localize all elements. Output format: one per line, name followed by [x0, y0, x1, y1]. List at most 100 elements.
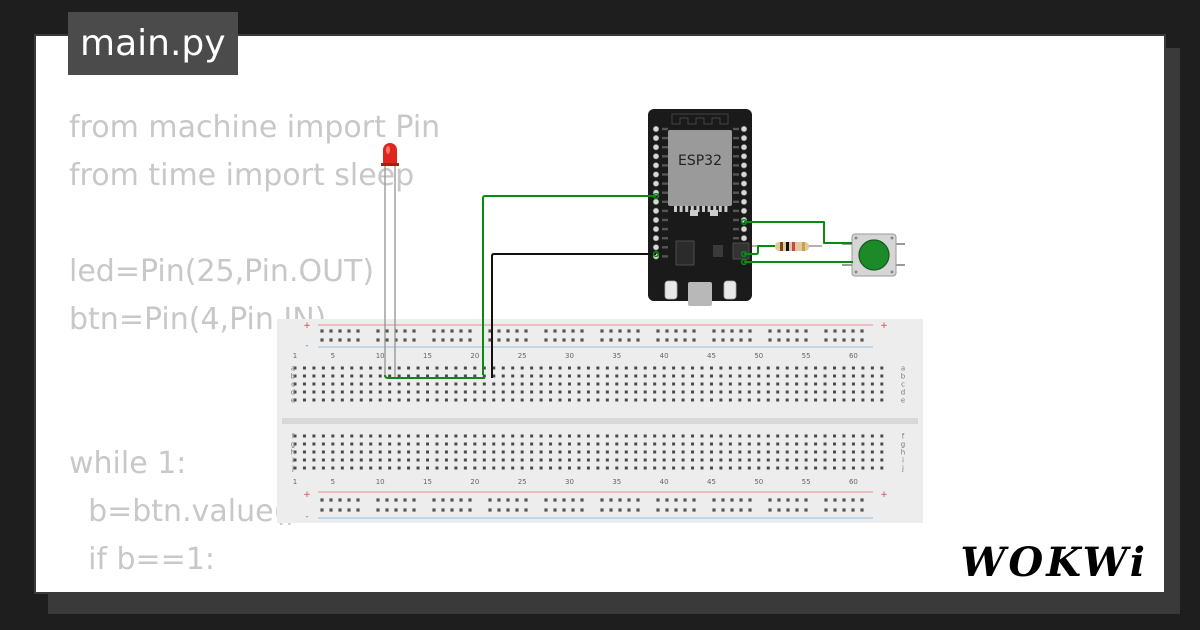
push-button [842, 233, 905, 277]
terminal-hole [454, 466, 458, 470]
pin-label-mark [733, 200, 739, 203]
led-body [383, 143, 397, 165]
pin-label-mark [733, 146, 739, 149]
terminal-hole [766, 450, 770, 454]
rail-hole [347, 338, 351, 342]
terminal-hole [520, 458, 524, 462]
terminal-hole [454, 398, 458, 402]
terminal-hole [482, 398, 486, 402]
terminal-hole [539, 450, 543, 454]
rail-hole [468, 498, 472, 502]
terminal-hole [634, 466, 638, 470]
terminal-hole [331, 382, 335, 386]
terminal-hole [340, 398, 344, 402]
terminal-hole [407, 442, 411, 446]
terminal-hole [624, 390, 628, 394]
terminal-hole [530, 382, 534, 386]
rail-hole [618, 338, 622, 342]
rail-hole [338, 508, 342, 512]
header-pin [740, 162, 748, 169]
terminal-hole [378, 450, 382, 454]
button-cap [858, 239, 890, 271]
rail-hole [450, 338, 454, 342]
terminal-hole [833, 366, 837, 370]
module-pin [674, 206, 677, 212]
terminal-hole [776, 398, 780, 402]
terminal-hole [454, 434, 458, 438]
terminal-hole [426, 382, 430, 386]
terminal-hole [605, 434, 609, 438]
terminal-hole [359, 382, 363, 386]
breadboard[interactable]: 1155101015152020252530303535404045455050… [277, 319, 923, 523]
rail-hole [674, 508, 678, 512]
terminal-hole [435, 382, 439, 386]
terminal-hole [624, 466, 628, 470]
terminal-hole [350, 434, 354, 438]
rail-hole [600, 338, 604, 342]
terminal-hole [776, 366, 780, 370]
rail-hole [656, 508, 660, 512]
terminal-hole [662, 398, 666, 402]
terminal-hole [851, 398, 855, 402]
terminal-hole [615, 466, 619, 470]
rail-hole [329, 508, 333, 512]
terminal-hole [501, 374, 505, 378]
column-number: 15 [423, 352, 432, 360]
rail-hole [712, 508, 716, 512]
header-pin [652, 180, 660, 187]
terminal-hole [539, 398, 543, 402]
terminal-hole [567, 374, 571, 378]
terminal-hole [814, 390, 818, 394]
terminal-hole [567, 366, 571, 370]
esp32-board[interactable]: ESP32 [648, 109, 752, 306]
terminal-hole [785, 434, 789, 438]
rail-hole [459, 329, 463, 333]
rail-hole [497, 329, 501, 333]
rail-hole [842, 508, 846, 512]
terminal-hole [577, 450, 581, 454]
rail-hole [320, 508, 324, 512]
terminal-hole [861, 466, 865, 470]
terminal-hole [719, 382, 723, 386]
column-number: 55 [802, 352, 811, 360]
terminal-hole [624, 450, 628, 454]
terminal-hole [728, 390, 732, 394]
rail-hole [356, 329, 360, 333]
terminal-hole [511, 450, 515, 454]
header-pin [652, 135, 660, 142]
rail-hole [860, 338, 864, 342]
terminal-hole [653, 374, 657, 378]
terminal-hole [359, 398, 363, 402]
terminal-hole [340, 458, 344, 462]
pin-label-mark [662, 246, 668, 249]
terminal-hole [851, 458, 855, 462]
row-letter: b [291, 373, 296, 381]
pin-label-mark [733, 182, 739, 185]
rail-hole [721, 338, 725, 342]
file-tab[interactable]: main.py [68, 12, 238, 75]
column-number: 35 [612, 478, 621, 486]
rail-hole [730, 498, 734, 502]
terminal-hole [350, 450, 354, 454]
terminal-hole [851, 450, 855, 454]
rail-hole [553, 329, 557, 333]
rail-hole [600, 508, 604, 512]
terminal-hole [530, 434, 534, 438]
terminal-hole [511, 466, 515, 470]
terminal-hole [388, 366, 392, 370]
terminal-hole [473, 434, 477, 438]
terminal-hole [851, 374, 855, 378]
rail-hole [748, 329, 752, 333]
button-corner-dot [890, 270, 894, 274]
terminal-hole [530, 390, 534, 394]
terminal-hole [700, 382, 704, 386]
terminal-hole [785, 450, 789, 454]
terminal-hole [482, 390, 486, 394]
rail-hole [412, 329, 416, 333]
terminal-hole [312, 374, 316, 378]
terminal-hole [558, 442, 562, 446]
terminal-hole [416, 458, 420, 462]
terminal-hole [605, 450, 609, 454]
